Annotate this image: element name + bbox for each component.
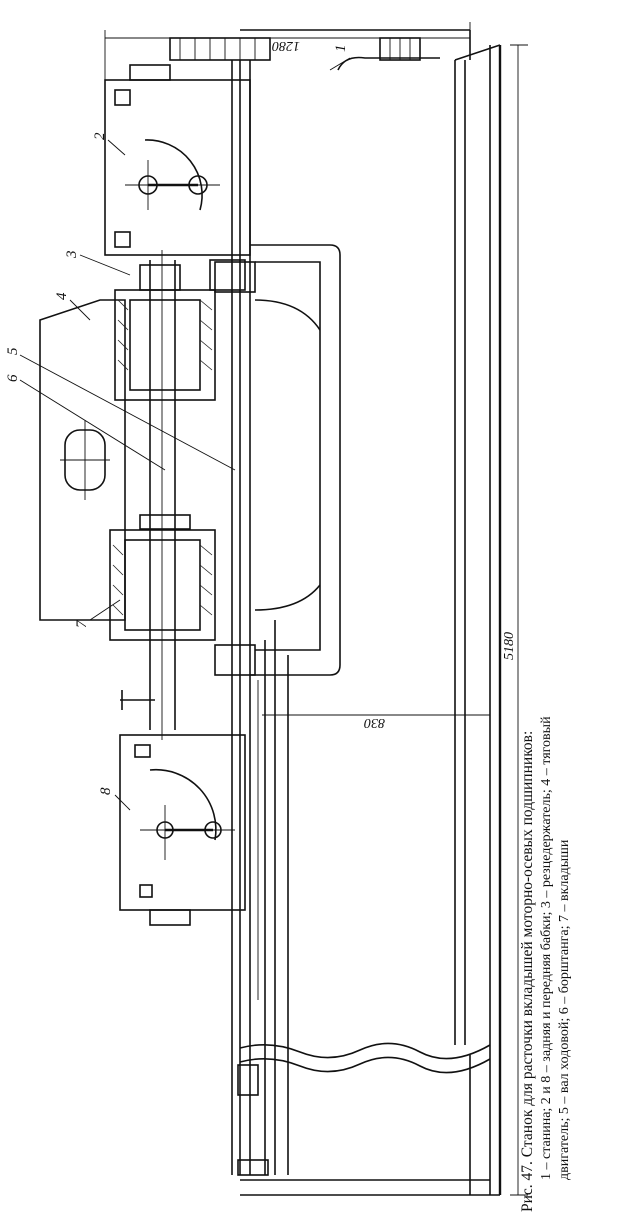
tool-holder [120, 259, 246, 291]
label-4: 4 [54, 292, 70, 300]
label-3: 3 [64, 251, 80, 260]
caption-line-1: 1 – станина; 2 и 8 – задняя и передняя б… [539, 716, 554, 1180]
label-7: 7 [74, 619, 90, 628]
caption-line-2: двигатель; 5 – вал ходовой; 6 – борштанг… [557, 839, 572, 1180]
label-1: 1 [333, 45, 349, 53]
bed-frame [239, 29, 502, 1196]
front-headstock [119, 690, 246, 926]
rear-headstock [104, 37, 421, 256]
dimension-5180: 5180 [502, 632, 517, 660]
dimension-1280: 1280 [272, 38, 300, 53]
label-2: 2 [92, 132, 108, 140]
support-stands [214, 244, 341, 676]
traction-motor [39, 299, 126, 621]
dimension-830: 830 [364, 715, 385, 730]
dimension-lines [104, 22, 528, 1196]
leader-lines [19, 57, 351, 811]
figure-caption: Рис. 47. Станок для расточки вкладышей м… [518, 62, 628, 1212]
boring-bar-assembly [109, 250, 216, 740]
label-5: 5 [5, 347, 21, 355]
lead-rails [231, 60, 269, 1176]
label-8: 8 [98, 787, 114, 795]
label-6: 6 [5, 374, 21, 382]
caption-title: Рис. 47. Станок для расточки вкладышей м… [519, 730, 536, 1212]
